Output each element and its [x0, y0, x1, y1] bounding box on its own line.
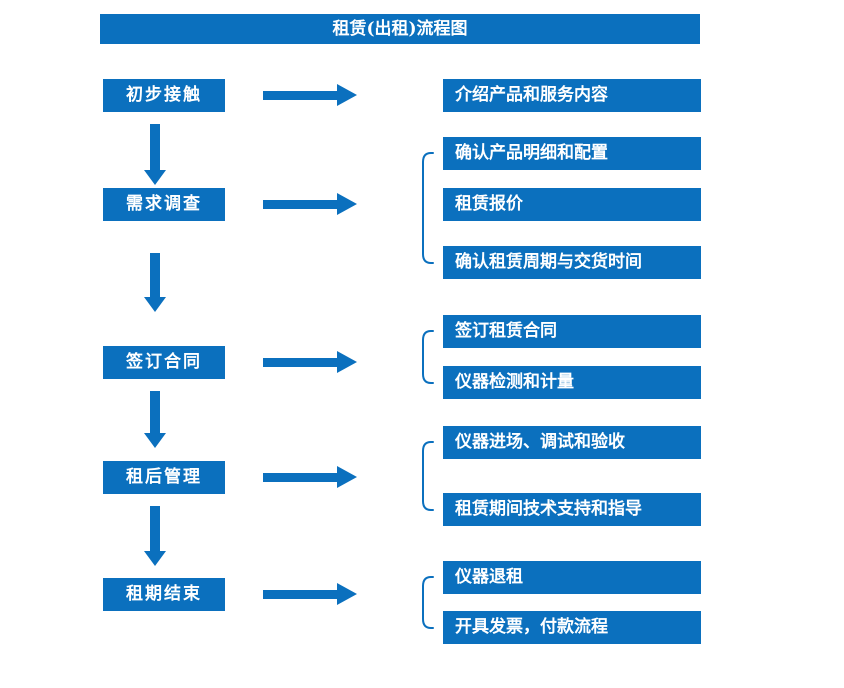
- flow-arrow-5-body: [263, 590, 337, 599]
- detail-box-confirm-config: 确认产品明细和配置: [443, 137, 701, 170]
- flow-arrow-5-head: [337, 583, 357, 605]
- diagram-title: 租赁(出租)流程图: [100, 14, 700, 44]
- flow-arrow-3-body: [263, 358, 337, 367]
- detail-box-tech-support: 租赁期间技术支持和指导: [443, 493, 701, 526]
- step-initial-contact: 初步接触: [103, 79, 225, 112]
- flow-arrow-2-body: [263, 200, 337, 209]
- down-arrow-1-head: [144, 170, 166, 185]
- bracket-sign-contract-group: [422, 330, 434, 384]
- down-arrow-4-head: [144, 551, 166, 566]
- detail-box-onsite-acceptance: 仪器进场、调试和验收: [443, 426, 701, 459]
- bracket-rental-end-group: [422, 576, 434, 629]
- detail-box-sign-lease: 签订租赁合同: [443, 315, 701, 348]
- step-post-rental-management: 租后管理: [103, 461, 225, 494]
- step-demand-survey: 需求调查: [103, 188, 225, 221]
- down-arrow-2-head: [144, 297, 166, 312]
- down-arrow-1-body: [150, 124, 160, 170]
- detail-box-invoice-payment: 开具发票，付款流程: [443, 611, 701, 644]
- flow-arrow-4-body: [263, 473, 337, 482]
- step-rental-end: 租期结束: [103, 578, 225, 611]
- flow-arrow-1-body: [263, 91, 337, 100]
- detail-box-inspection: 仪器检测和计量: [443, 366, 701, 399]
- flow-arrow-2-head: [337, 193, 357, 215]
- step-sign-contract: 签订合同: [103, 346, 225, 379]
- flow-arrow-3-head: [337, 351, 357, 373]
- bracket-demand-survey-group: [422, 152, 434, 264]
- flow-arrow-1-head: [337, 84, 357, 106]
- bracket-post-rental-group: [422, 441, 434, 511]
- down-arrow-2-body: [150, 253, 160, 297]
- detail-box-intro-products: 介绍产品和服务内容: [443, 79, 701, 112]
- detail-box-equipment-return: 仪器退租: [443, 561, 701, 594]
- down-arrow-3-head: [144, 433, 166, 448]
- down-arrow-4-body: [150, 506, 160, 551]
- detail-box-rental-quote: 租赁报价: [443, 188, 701, 221]
- down-arrow-3-body: [150, 391, 160, 433]
- flow-arrow-4-head: [337, 466, 357, 488]
- detail-box-period-delivery: 确认租赁周期与交货时间: [443, 246, 701, 279]
